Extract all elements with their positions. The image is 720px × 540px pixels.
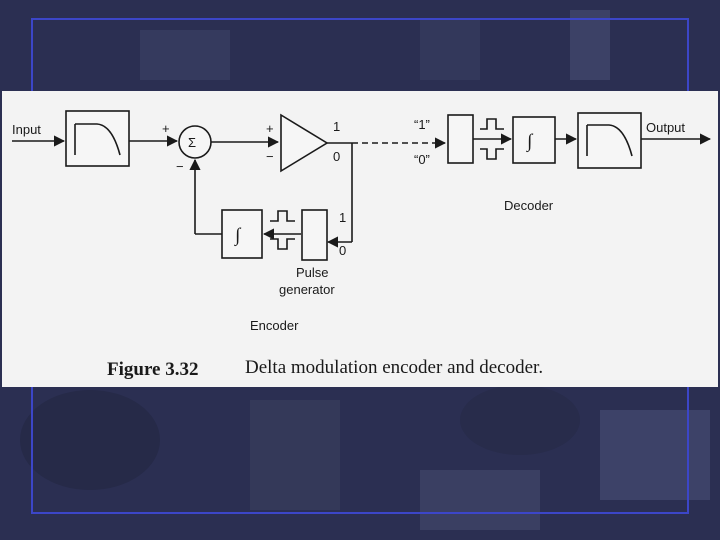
output-filter-icon (587, 124, 633, 157)
decoder-integrator-block (512, 116, 556, 164)
caption-text: Delta modulation encoder and decoder. (245, 357, 543, 378)
decoder-pulse-generator-block (447, 114, 474, 164)
pulse-generator-block (301, 209, 328, 261)
encoder-integrator-symbol: ∫ (234, 225, 242, 247)
output-label: Output (646, 120, 685, 135)
caption-figure-number: Figure 3.32 (107, 359, 198, 380)
figure-panel: Input + Σ − + − 1 0 “1” “0” 1 0 Pulse ge… (2, 91, 718, 387)
encoder-integrator-block (221, 209, 263, 259)
decoder-negative-pulse-icon (480, 148, 504, 160)
pulse-one-label: 1 (339, 210, 346, 225)
input-label: Input (12, 122, 41, 137)
amp-output-one: 1 (333, 119, 340, 134)
positive-pulse-icon (270, 210, 295, 222)
encoder-label: Encoder (250, 318, 299, 333)
sum-plus-sign: + (162, 121, 170, 136)
amp-minus-sign: − (266, 149, 274, 164)
comparator-amplifier (280, 113, 329, 173)
pulse-generator-label-1: Pulse (296, 265, 329, 280)
pulse-zero-label: 0 (339, 243, 346, 258)
pulse-generator-label-2: generator (279, 282, 335, 297)
negative-pulse-icon (270, 238, 295, 250)
sum-minus-sign: − (176, 159, 184, 174)
decoder-integrator-symbol: ∫ (526, 131, 534, 153)
input-filter-icon (75, 123, 121, 156)
decoder-label: Decoder (504, 198, 554, 213)
input-filter-block (65, 110, 130, 167)
amp-plus-sign: + (266, 121, 274, 136)
sigma-symbol: Σ (188, 135, 196, 150)
quote-one-label: “1” (414, 117, 430, 132)
output-filter-block (577, 112, 642, 169)
amp-output-zero: 0 (333, 149, 340, 164)
quote-zero-label: “0” (414, 152, 430, 167)
delta-modulation-diagram: Input + Σ − + − 1 0 “1” “0” 1 0 Pulse ge… (12, 110, 712, 380)
decoder-positive-pulse-icon (480, 118, 504, 130)
